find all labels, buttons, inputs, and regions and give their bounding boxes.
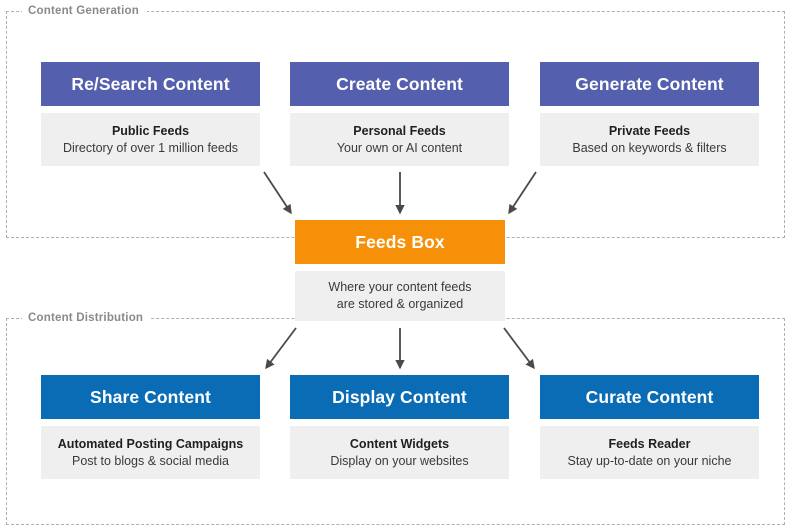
card-curate-content[interactable]: Curate Content Feeds Reader Stay up-to-d… — [540, 375, 759, 479]
card-body-title: Feeds Reader — [608, 436, 691, 451]
card-share-content-header: Share Content — [41, 375, 260, 419]
card-body-subtitle: Stay up-to-date on your niche — [567, 453, 732, 468]
card-display-content-body: Content Widgets Display on your websites — [290, 426, 509, 479]
section-label-content-generation: Content Generation — [22, 5, 147, 17]
card-share-content[interactable]: Share Content Automated Posting Campaign… — [41, 375, 260, 479]
card-body-title: Personal Feeds — [353, 123, 446, 138]
card-curate-content-header: Curate Content — [540, 375, 759, 419]
card-feeds-box-header: Feeds Box — [295, 220, 505, 264]
card-display-content[interactable]: Display Content Content Widgets Display … — [290, 375, 509, 479]
card-create-content-body: Personal Feeds Your own or AI content — [290, 113, 509, 166]
card-share-content-body: Automated Posting Campaigns Post to blog… — [41, 426, 260, 479]
card-research-content-body: Public Feeds Directory of over 1 million… — [41, 113, 260, 166]
card-generate-content[interactable]: Generate Content Private Feeds Based on … — [540, 62, 759, 166]
card-generate-content-body: Private Feeds Based on keywords & filter… — [540, 113, 759, 166]
card-create-content[interactable]: Create Content Personal Feeds Your own o… — [290, 62, 509, 166]
card-feeds-box[interactable]: Feeds Box Where your content feeds are s… — [295, 220, 505, 321]
card-body-title: Private Feeds — [608, 123, 691, 138]
card-body-title: Automated Posting Campaigns — [57, 436, 244, 451]
card-gap — [295, 264, 505, 271]
card-gap — [41, 419, 260, 426]
card-gap — [540, 106, 759, 113]
card-create-content-header: Create Content — [290, 62, 509, 106]
card-body-subtitle: Directory of over 1 million feeds — [62, 140, 239, 155]
section-label-content-distribution: Content Distribution — [22, 312, 152, 324]
card-gap — [41, 106, 260, 113]
card-body-title: Public Feeds — [111, 123, 190, 138]
card-curate-content-body: Feeds Reader Stay up-to-date on your nic… — [540, 426, 759, 479]
card-gap — [540, 419, 759, 426]
card-body-subtitle: Display on your websites — [330, 453, 469, 468]
card-gap — [290, 419, 509, 426]
card-body-line-2: are stored & organized — [336, 297, 464, 311]
card-display-content-header: Display Content — [290, 375, 509, 419]
card-gap — [290, 106, 509, 113]
card-research-content[interactable]: Re/Search Content Public Feeds Directory… — [41, 62, 260, 166]
card-generate-content-header: Generate Content — [540, 62, 759, 106]
card-body-line-1: Where your content feeds — [328, 280, 472, 294]
card-feeds-box-body: Where your content feeds are stored & or… — [295, 271, 505, 321]
card-body-subtitle: Post to blogs & social media — [71, 453, 230, 468]
card-body-subtitle: Your own or AI content — [336, 140, 463, 155]
card-research-content-header: Re/Search Content — [41, 62, 260, 106]
card-body-title: Content Widgets — [349, 436, 450, 451]
card-body-subtitle: Based on keywords & filters — [572, 140, 727, 155]
